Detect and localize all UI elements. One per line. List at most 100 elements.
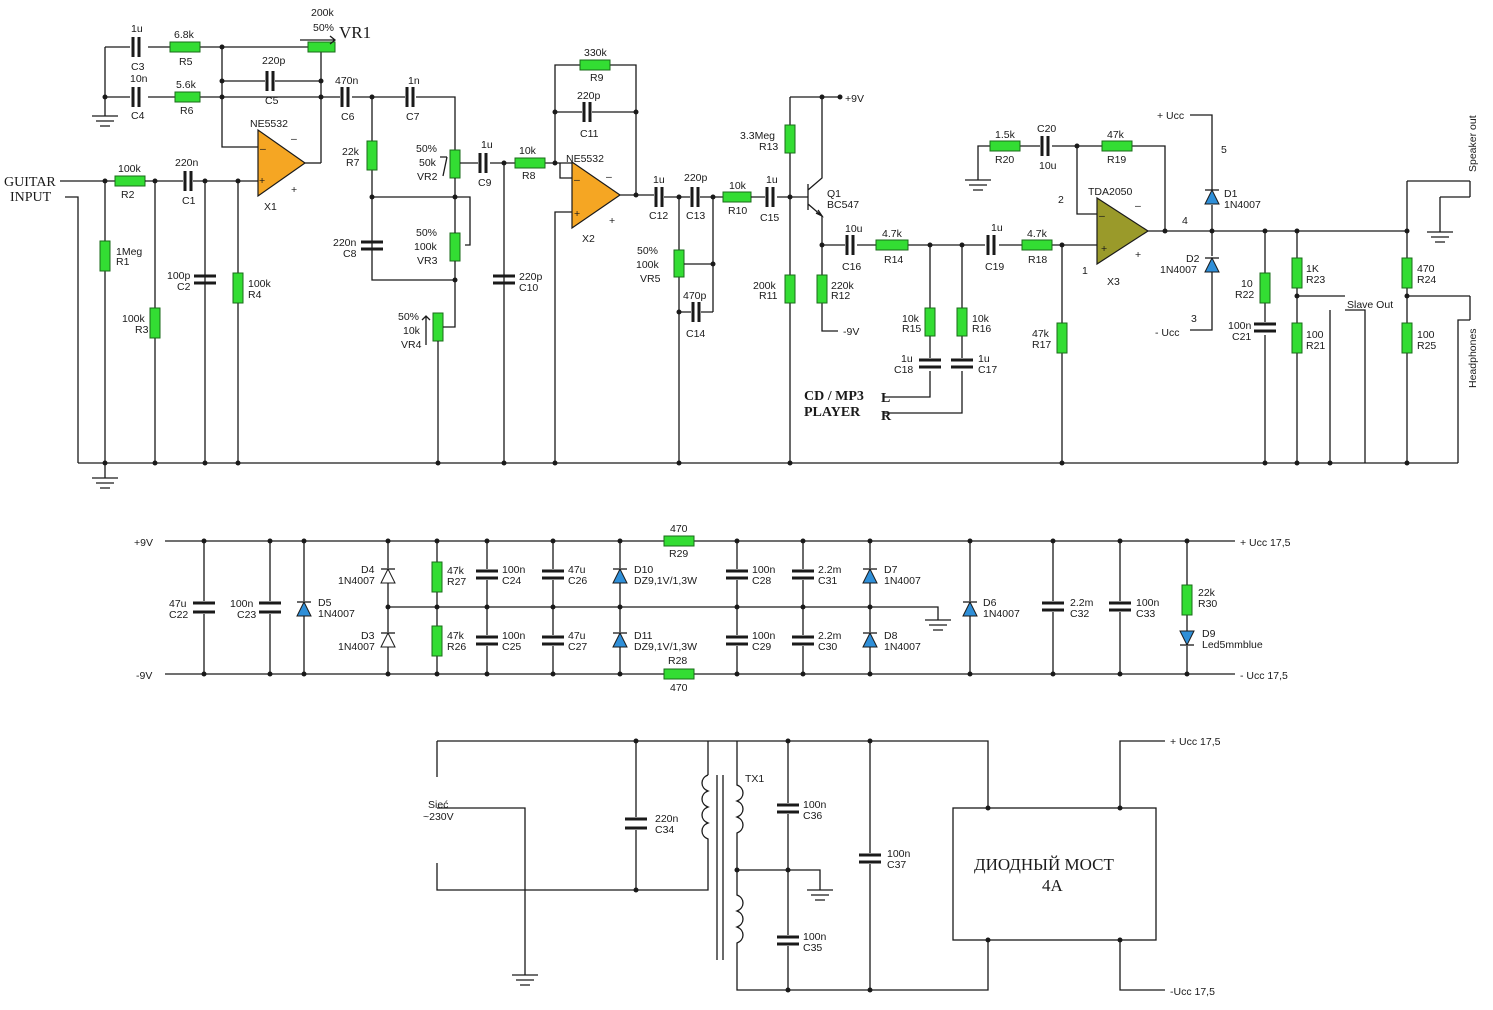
label-d9-part: Led5mmblue: [1202, 639, 1263, 651]
label-c29: C29: [752, 641, 771, 653]
label-d1: D1: [1224, 188, 1238, 200]
capacitor-c24: [476, 569, 498, 580]
label-r2-val: 100k: [118, 163, 142, 175]
label-br-ucc-minus: -Ucc 17,5: [1170, 986, 1215, 998]
label-r27-val: 47k: [447, 565, 465, 577]
label-r4: R4: [248, 289, 262, 301]
label-r3-val: 100k: [122, 313, 146, 325]
label-r10-val: 10k: [729, 180, 747, 192]
label-d7: D7: [884, 564, 898, 576]
label-r24: R24: [1417, 274, 1436, 286]
label-r26-val: 47k: [447, 630, 465, 642]
capacitor-c19: [986, 235, 996, 255]
label-c22: C22: [169, 609, 188, 621]
label-c13: C13: [686, 210, 705, 222]
label-c29-val: 100n: [752, 630, 776, 642]
label-r4-val: 100k: [248, 278, 272, 290]
label-c10-val: 220p: [519, 271, 543, 283]
label-d7-part: 1N4007: [884, 575, 921, 587]
zener-d11: [612, 631, 628, 648]
label-q1-part: BC547: [827, 199, 859, 211]
label-c19-val: 1u: [991, 222, 1003, 234]
resistor-r18: [1021, 239, 1053, 251]
capacitor-c11: [582, 102, 592, 122]
label-r11: R11: [759, 290, 778, 302]
label-c18: C18: [894, 364, 913, 376]
label-c24: C24: [502, 575, 521, 587]
capacitor-c29: [726, 635, 748, 646]
capacitor-c22: [193, 601, 215, 614]
svg-text:–: –: [1099, 210, 1105, 222]
label-r29: R29: [669, 548, 688, 560]
capacitor-c20: [1040, 136, 1050, 156]
label-c4: C4: [131, 110, 145, 122]
label-r21-val: 100: [1306, 329, 1324, 341]
capacitor-c32: [1042, 601, 1064, 612]
label-c20: C20: [1037, 123, 1056, 135]
label-c37-val: 100n: [887, 848, 911, 860]
label-d3-part: 1N4007: [338, 641, 375, 653]
label-r15-val: 10k: [902, 313, 920, 325]
label-c9-val: 1u: [481, 139, 493, 151]
label-c34-val: 220n: [655, 813, 679, 825]
label-c10: C10: [519, 282, 538, 294]
label-r6: R6: [180, 105, 194, 117]
label-vr5-pct: 50%: [637, 245, 658, 257]
capacitor-c27: [542, 635, 564, 646]
label-guitar-input-2: INPUT: [10, 190, 52, 205]
amplifier-x3: [1096, 196, 1150, 266]
label-c15-val: 1u: [766, 174, 778, 186]
label-r8-val: 10k: [519, 145, 537, 157]
svg-text:–: –: [574, 174, 580, 186]
capacitor-c35: [777, 935, 799, 946]
label-r18: R18: [1028, 254, 1047, 266]
diode-d5: [296, 600, 312, 617]
label-r30-val: 22k: [1198, 587, 1216, 599]
label-guitar-input-1: GUITAR: [4, 175, 56, 190]
label-r12-val: 220k: [831, 280, 855, 292]
label-c13-val: 220p: [684, 172, 708, 184]
label-r19-val: 47k: [1107, 129, 1125, 141]
label-c2: C2: [177, 281, 191, 293]
resistor-r16: [956, 307, 968, 337]
label-c36: C36: [803, 810, 822, 822]
capacitor-c21: [1254, 322, 1276, 333]
label-ps-plus9v: +9V: [134, 537, 153, 549]
label-r22-val: 10: [1241, 278, 1253, 290]
resistor-r30: [1181, 584, 1193, 616]
potentiometer-vr4: [432, 312, 444, 342]
label-r28-val: 470: [670, 682, 688, 694]
label-c31-val: 2.2m: [818, 564, 842, 576]
potentiometer-vr2: [449, 149, 461, 179]
resistor-r25: [1401, 322, 1413, 354]
label-r7: R7: [346, 157, 360, 169]
label-d6: D6: [983, 597, 997, 609]
resistor-r24: [1401, 257, 1413, 289]
label-d8-part: 1N4007: [884, 641, 921, 653]
label-c11-val: 220p: [577, 90, 601, 102]
label-c2-val: 100p: [167, 270, 191, 282]
label-c6-val: 470n: [335, 75, 359, 87]
label-c5: C5: [265, 95, 279, 107]
label-c25-val: 100n: [502, 630, 526, 642]
label-r18-val: 4.7k: [1027, 228, 1048, 240]
label-cd-r: R: [881, 409, 892, 424]
label-r14: R14: [884, 254, 903, 266]
label-r17: R17: [1032, 339, 1051, 351]
label-c12: C12: [649, 210, 668, 222]
capacitor-c17: [951, 358, 973, 369]
label-c33: C33: [1136, 608, 1155, 620]
capacitor-c3: [131, 37, 141, 57]
label-c37: C37: [887, 859, 906, 871]
label-vr3: VR3: [417, 255, 438, 267]
label-c16-val: 10u: [845, 223, 863, 235]
resistor-r22: [1259, 272, 1271, 304]
capacitor-c4: [131, 87, 141, 107]
label-x1-part: NE5532: [250, 118, 288, 130]
label-x3-part: TDA2050: [1088, 186, 1133, 198]
resistor-r2: [114, 175, 146, 187]
mains-power-section: Sieć ~230V 220n C34 TX1 100n C36 100n C3…: [423, 736, 1221, 998]
label-c17: C17: [978, 364, 997, 376]
diode-d8: [862, 631, 878, 648]
svg-text:+: +: [574, 208, 580, 220]
